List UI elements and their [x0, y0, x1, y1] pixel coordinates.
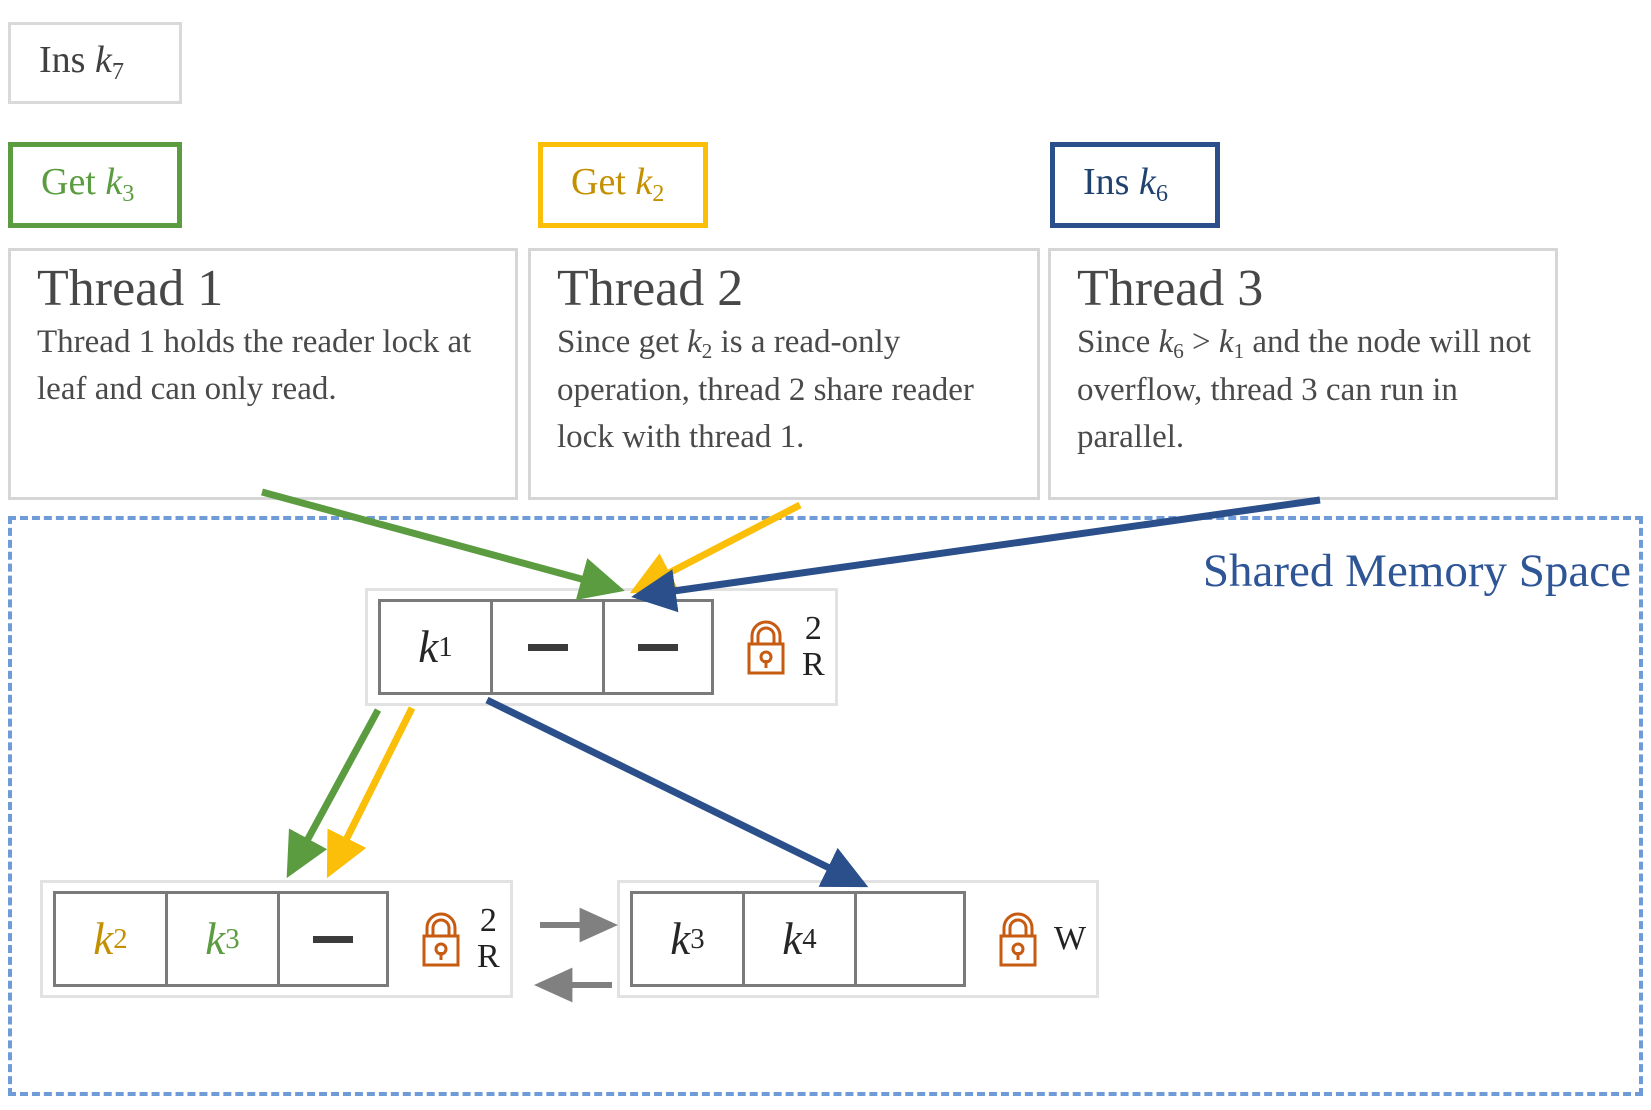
op-box-get-k3: Get k3: [8, 142, 182, 228]
padlock-icon: [422, 912, 460, 967]
op-label-get-k3: Get k3: [41, 161, 135, 208]
leaf-right-lock-text: W: [1054, 919, 1087, 957]
thread-3-card: Thread 3 Since k6 > k1 and the node will…: [1048, 248, 1558, 500]
leaf-left-lock-badge: 2 R: [415, 901, 500, 975]
op-box-ins-k7: Ins k7: [8, 22, 182, 104]
empty-dash-icon: [527, 643, 568, 651]
thread-2-title: Thread 2: [557, 260, 744, 317]
shared-memory-label: Shared Memory Space: [1202, 545, 1631, 597]
leaf-right-cell-2: [854, 891, 966, 987]
thread-1-card: Thread 1 Thread 1 holds the reader lock …: [8, 248, 518, 500]
root-cell-1: [490, 599, 602, 695]
root-lock-badge: 2 R: [740, 609, 825, 683]
padlock-icon: [747, 620, 785, 675]
op-box-ins-k6: Ins k6: [1050, 142, 1220, 228]
thread-2-body: Since get k2 is a read-only operation, t…: [557, 324, 974, 455]
thread-1-title: Thread 1: [37, 260, 224, 317]
leaf-right-lock-mode: W: [1054, 919, 1087, 957]
padlock-icon: [999, 912, 1037, 967]
leaf-left-lock-text: 2 R: [477, 901, 500, 975]
leaf-left-cell-2: [277, 891, 389, 987]
thread-1-body: Thread 1 holds the reader lock at leaf a…: [37, 324, 472, 408]
thread-2-card: Thread 2 Since get k2 is a read-only ope…: [528, 248, 1040, 500]
root-lock-mode: R: [802, 646, 825, 683]
empty-dash-icon: [638, 643, 678, 651]
root-lock-count: 2: [804, 609, 822, 647]
op-label-get-k2: Get k2: [571, 161, 665, 208]
root-lock-text: 2 R: [802, 609, 825, 683]
leaf-left-lock-count: 2: [479, 901, 497, 939]
op-label-ins-k7: Ins k7: [39, 39, 124, 86]
leaf-left-lock-mode: R: [477, 938, 500, 975]
leaf-right-lock-badge: W: [992, 909, 1086, 969]
root-cell-2: [602, 599, 714, 695]
thread-3-body: Since k6 > k1 and the node will not over…: [1077, 324, 1532, 455]
thread-3-title: Thread 3: [1077, 260, 1264, 317]
empty-dash-icon: [313, 935, 353, 943]
op-label-ins-k6: Ins k6: [1083, 161, 1168, 208]
op-box-get-k2: Get k2: [538, 142, 708, 228]
